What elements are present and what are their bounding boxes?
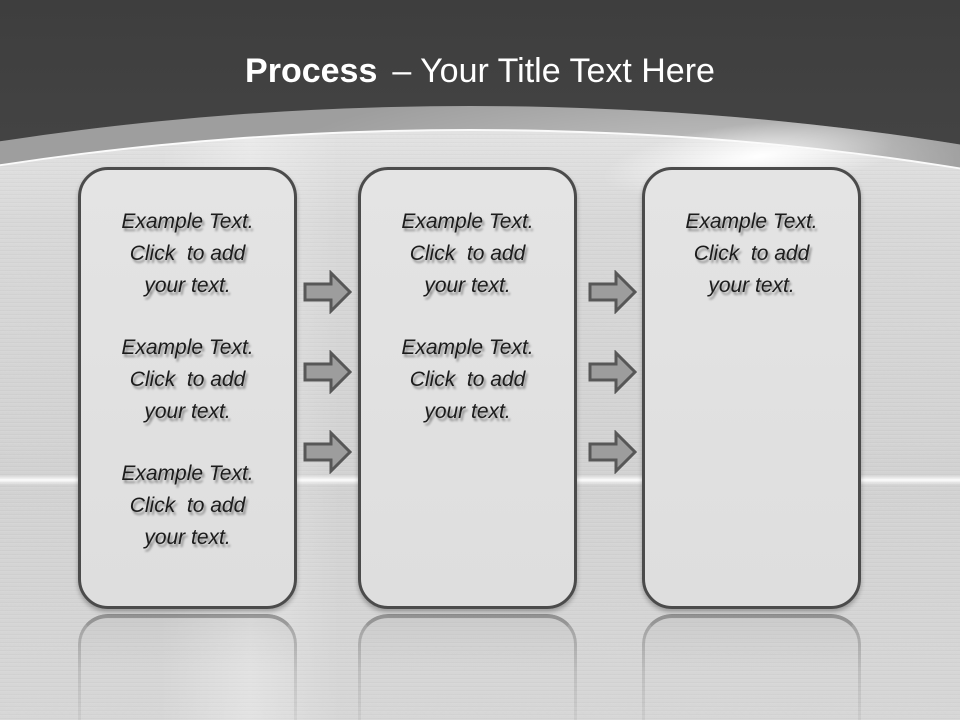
slide-title[interactable]: Process – Your Title Text Here <box>0 50 960 92</box>
placeholder-line: Click to add <box>129 494 246 517</box>
process-box-1[interactable]: Example Text. Click to add your text. Ex… <box>78 167 297 609</box>
right-arrow-icon <box>588 430 638 474</box>
placeholder-line: your text. <box>144 526 231 549</box>
text-placeholder[interactable]: Example Text. Click to add your text. <box>81 458 294 554</box>
right-arrow-icon <box>303 270 353 314</box>
placeholder-line: your text. <box>144 274 231 297</box>
box-reflection <box>642 614 861 720</box>
placeholder-line: Example Text. <box>121 336 254 359</box>
placeholder-line: your text. <box>144 400 231 423</box>
right-arrow-icon <box>303 430 353 474</box>
process-box-3-content: Example Text. Click to add your text. <box>645 170 858 302</box>
placeholder-line: your text. <box>424 274 511 297</box>
text-placeholder[interactable]: Example Text. Click to add your text. <box>645 206 858 302</box>
title-placeholder-text: – Your Title Text Here <box>392 52 715 90</box>
placeholder-line: Example Text. <box>685 210 818 233</box>
box-reflection <box>78 614 297 720</box>
text-placeholder[interactable]: Example Text. Click to add your text. <box>361 206 574 302</box>
placeholder-line: Click to add <box>409 242 526 265</box>
placeholder-line: Click to add <box>409 368 526 391</box>
process-box-2-content: Example Text. Click to add your text. Ex… <box>361 170 574 428</box>
process-box-1-content: Example Text. Click to add your text. Ex… <box>81 170 294 554</box>
text-placeholder[interactable]: Example Text. Click to add your text. <box>81 206 294 302</box>
right-arrow-icon <box>588 270 638 314</box>
placeholder-line: your text. <box>424 400 511 423</box>
placeholder-line: Click to add <box>129 242 246 265</box>
process-box-2[interactable]: Example Text. Click to add your text. Ex… <box>358 167 577 609</box>
placeholder-line: Click to add <box>693 242 810 265</box>
placeholder-line: Example Text. <box>121 210 254 233</box>
placeholder-line: Example Text. <box>401 336 534 359</box>
box-reflection <box>358 614 577 720</box>
placeholder-line: Click to add <box>129 368 246 391</box>
process-box-3[interactable]: Example Text. Click to add your text. <box>642 167 861 609</box>
right-arrow-icon <box>588 350 638 394</box>
title-keyword: Process <box>245 52 378 90</box>
placeholder-line: your text. <box>708 274 795 297</box>
text-placeholder[interactable]: Example Text. Click to add your text. <box>361 332 574 428</box>
placeholder-line: Example Text. <box>401 210 534 233</box>
right-arrow-icon <box>303 350 353 394</box>
text-placeholder[interactable]: Example Text. Click to add your text. <box>81 332 294 428</box>
placeholder-line: Example Text. <box>121 462 254 485</box>
